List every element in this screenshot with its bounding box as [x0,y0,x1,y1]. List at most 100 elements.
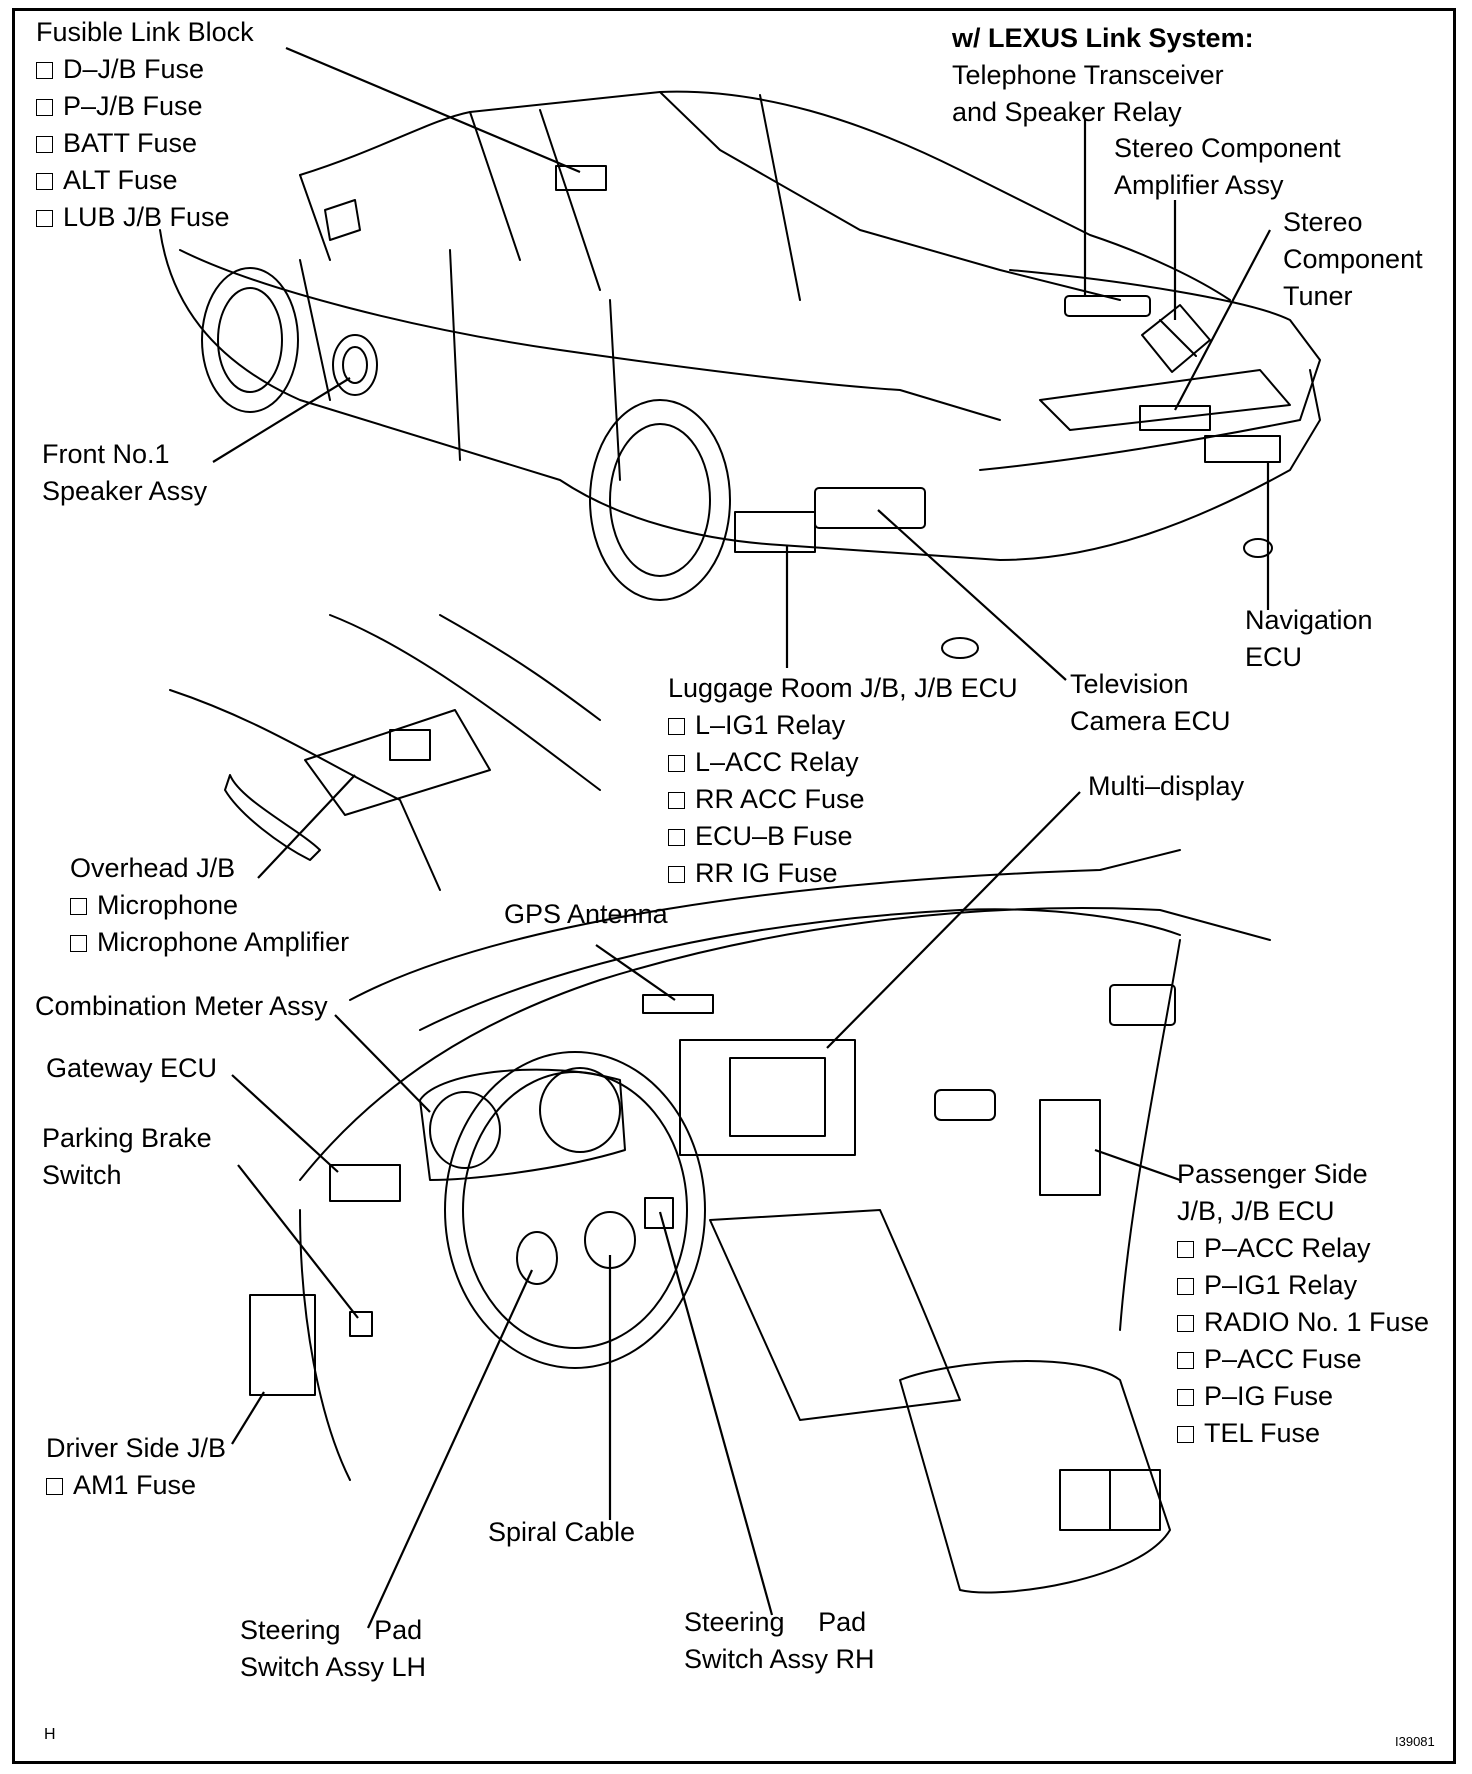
label-steering-pad-lh: Steering Pad Switch Assy LH [240,1612,426,1686]
steering-pad-lh-line: Steering Pad [240,1615,423,1645]
front-speaker-line: Speaker Assy [42,476,208,506]
parking-brake-line: Parking Brake [42,1123,212,1153]
checkbox-square [36,136,53,153]
leader-steering-pad-rh [658,1211,774,1616]
leader-overhead-jb [257,774,356,879]
luggage-item: L–IG1 Relay [668,707,1018,744]
console-vent-2 [1109,1469,1161,1531]
label-gateway-ecu: Gateway ECU [46,1050,217,1087]
leader-passenger-jb [1094,1148,1181,1182]
steering-pad-lh-line: Switch Assy LH [240,1652,427,1682]
dashboard-illustration [249,849,1271,1594]
spiral-cable-text: Spiral Cable [488,1517,636,1547]
figure-id: I39081 [1395,1734,1435,1749]
car-rear-wheel-rim [609,423,711,577]
multi-display-text: Multi–display [1088,771,1245,801]
leader-gateway-ecu [231,1074,339,1173]
fusible-item: BATT Fuse [36,125,254,162]
driver-item: AM1 Fuse [46,1467,226,1504]
checkbox-square [668,718,685,735]
center-vent [934,1089,996,1121]
label-gps-antenna: GPS Antenna [504,896,668,933]
label-steering-pad-rh: Steering Pad Switch Assy RH [684,1604,875,1678]
driver-jb-part [249,1294,316,1396]
label-lexus-link: w/ LEXUS Link System: Telephone Transcei… [952,20,1254,131]
checkbox-square [1177,1241,1194,1258]
gateway-ecu-part [329,1164,401,1202]
tv-camera-line: Television [1070,669,1189,699]
fusible-link-block-part [555,165,607,191]
label-combination-meter: Combination Meter Assy [35,988,328,1025]
car-exhaust-2 [1243,538,1273,558]
label-driver-side-jb: Driver Side J/B AM1 Fuse [46,1430,226,1504]
dash-outer-line [299,907,1271,1181]
passenger-jb-title: Passenger Side [1177,1159,1368,1189]
luggage-item: RR ACC Fuse [668,781,1018,818]
passenger-item: RADIO No. 1 Fuse [1177,1304,1429,1341]
leader-combination-meter [334,1014,431,1113]
parking-brake-line: Switch [42,1160,122,1190]
label-overhead-jb: Overhead J/B Microphone Microphone Ampli… [70,850,349,961]
label-television-camera-ecu: Television Camera ECU [1070,666,1231,740]
label-stereo-amplifier: Stereo Component Amplifier Assy [1114,130,1341,204]
checkbox-square [70,898,87,915]
car-trunk [979,269,1321,471]
passenger-jb-part [1039,1099,1101,1196]
car-door-lines [299,249,621,481]
stereo-amplifier-part [1141,304,1211,373]
leader-multi-display [826,791,1081,1049]
console-vent-1 [1059,1469,1111,1531]
checkbox-square [36,173,53,190]
combination-meter-text: Combination Meter Assy [35,991,328,1021]
steering-pad-rh-line: Steering Pad [684,1607,867,1637]
overhead-switch [389,729,431,761]
label-front-speaker: Front No.1 Speaker Assy [42,436,207,510]
overhead-illustration [169,614,601,891]
navigation-ecu-line: Navigation [1245,605,1373,635]
center-console [709,1209,961,1421]
car-rear-window [659,91,1121,301]
rear-view-mirror [224,774,321,861]
fusible-item: LUB J/B Fuse [36,199,254,236]
checkbox-square [36,62,53,79]
car-front-wheel-rim [217,287,283,393]
car-illustration [159,90,1321,659]
label-fusible-link-block: Fusible Link Block D–J/B Fuse P–J/B Fuse… [36,14,254,236]
car-roof-outline [299,90,1231,301]
passenger-item: P–ACC Fuse [1177,1341,1429,1378]
checkbox-square [1177,1389,1194,1406]
luggage-item: ECU–B Fuse [668,818,1018,855]
gps-antenna-text: GPS Antenna [504,899,668,929]
combination-meter-part [419,1068,626,1181]
figure-frame [12,8,1456,1764]
leader-front-speaker [212,377,351,463]
luggage-jb-title: Luggage Room J/B, J/B ECU [668,673,1018,703]
steering-pad-rh-part [644,1197,674,1229]
stereo-tuner-line: Stereo [1283,207,1363,237]
steering-pad-rh-line: Switch Assy RH [684,1644,875,1674]
front-speaker-part-inner [342,346,368,384]
car-side-mirror [324,199,361,241]
steering-wheel-inner [462,1071,688,1349]
label-multi-display: Multi–display [1088,768,1244,805]
stereo-tuner-part [1139,405,1211,431]
checkbox-square [668,866,685,883]
footer-left-mark: H [44,1726,56,1743]
lexus-link-heading: w/ LEXUS Link System: [952,23,1254,53]
passenger-item: P–IG Fuse [1177,1378,1429,1415]
lexus-link-line: Telephone Transceiver [952,60,1224,90]
overhead-jb-title: Overhead J/B [70,853,236,883]
navigation-ecu-line: ECU [1245,642,1303,672]
label-stereo-tuner: Stereo Component Tuner [1283,204,1423,315]
dash-top-line [419,908,1181,1031]
stereo-tuner-line: Component [1283,244,1423,274]
meter-dial-left [429,1091,501,1169]
car-front-wheel [201,267,299,413]
front-speaker-part [332,334,378,396]
passenger-item: P–ACC Relay [1177,1230,1429,1267]
checkbox-square [1177,1278,1194,1295]
telephone-transceiver-part [1064,295,1151,317]
stereo-amplifier-line: Stereo Component [1114,133,1341,163]
fusible-link-block-title: Fusible Link Block [36,17,254,47]
checkbox-square [668,829,685,846]
